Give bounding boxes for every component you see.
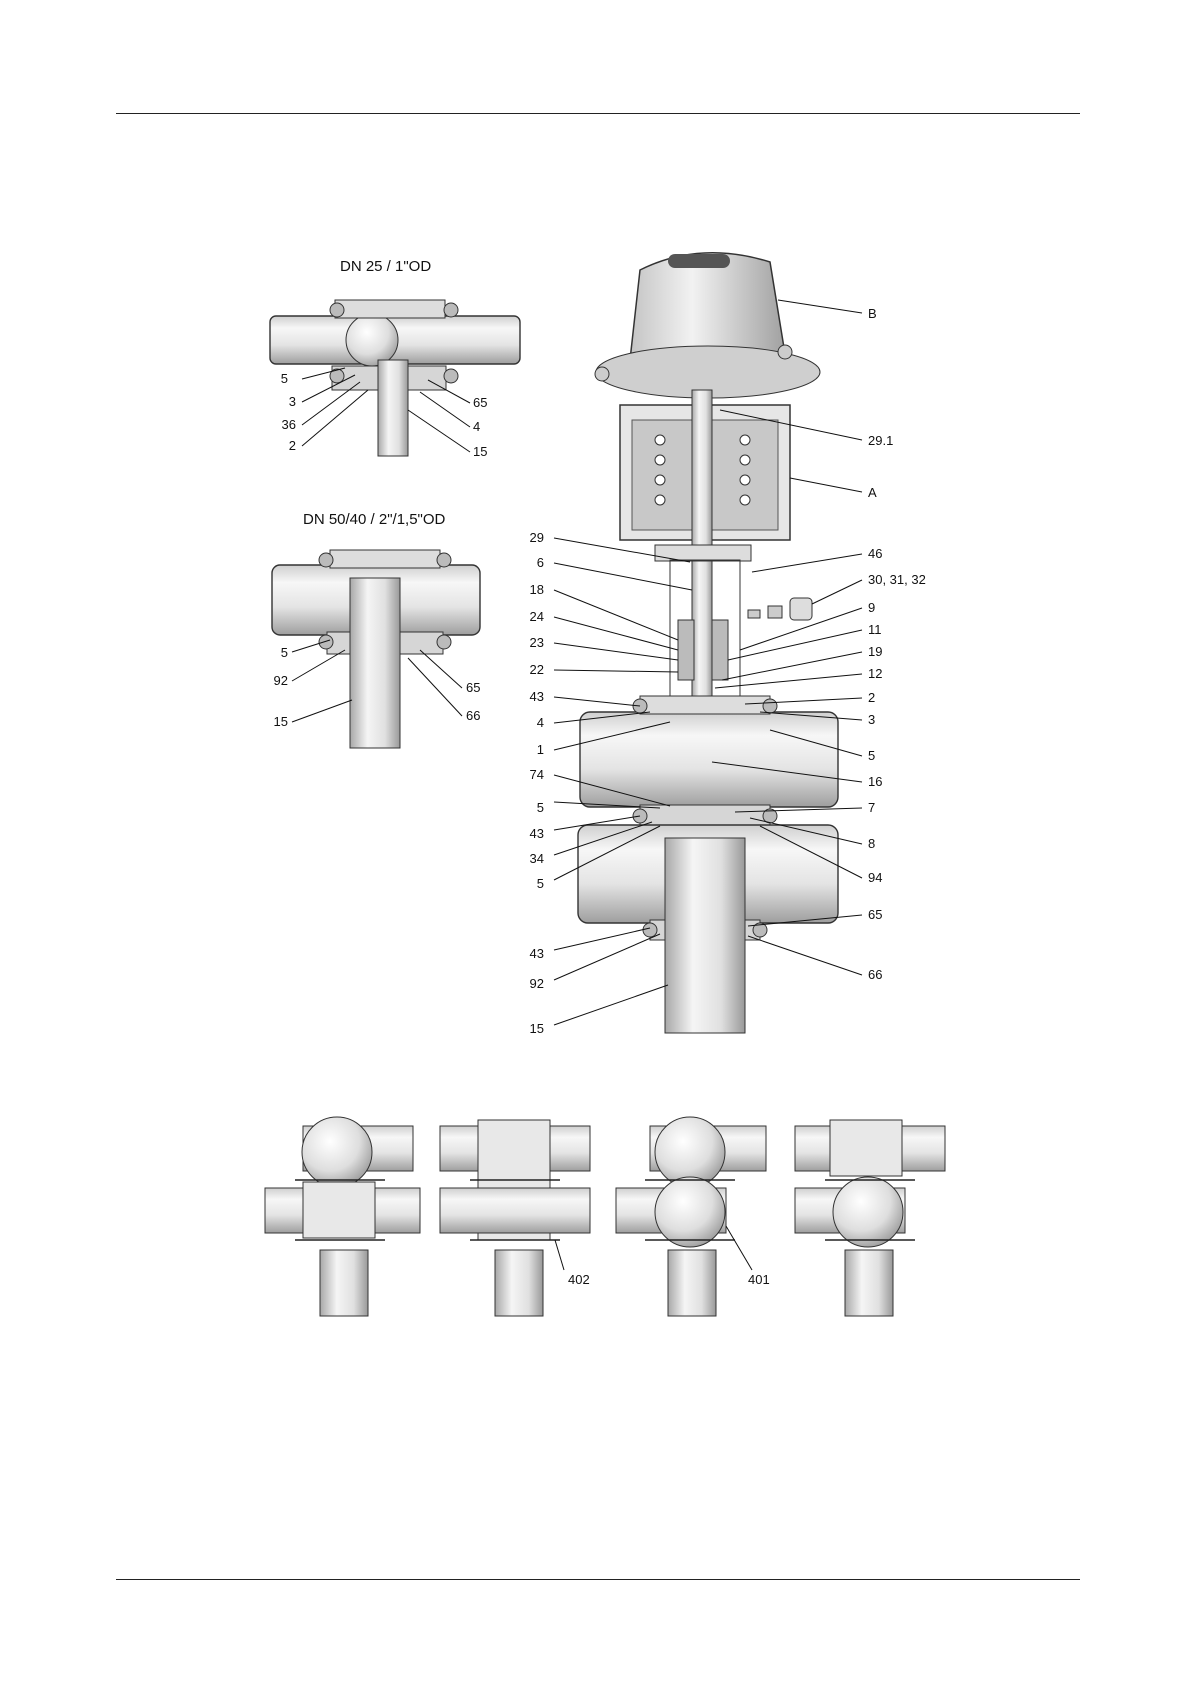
main-valve (578, 253, 838, 1033)
label-A: A (868, 485, 877, 500)
label-65: 65 (466, 680, 480, 695)
dn50-outlet-pipe (350, 578, 400, 748)
label-1: 1 (537, 742, 544, 757)
label-65: 65 (473, 395, 487, 410)
spare-part-30 (790, 598, 812, 620)
variant-3: 401 (616, 1117, 770, 1316)
label-15: 15 (473, 444, 487, 459)
label-43: 43 (530, 946, 544, 961)
label-92: 92 (530, 976, 544, 991)
label-65: 65 (868, 907, 882, 922)
label-4: 4 (473, 419, 480, 434)
label-36: 36 (282, 417, 296, 432)
label-B: B (868, 306, 877, 321)
variant-4 (795, 1120, 945, 1316)
label-5: 5 (281, 371, 288, 386)
label-401: 401 (748, 1272, 770, 1287)
label-4: 4 (537, 715, 544, 730)
label-7: 7 (868, 800, 875, 815)
label-43: 43 (530, 826, 544, 841)
label-5: 5 (868, 748, 875, 763)
dn25-housing (346, 314, 398, 366)
label-3: 3 (289, 394, 296, 409)
variant-2: 402 (440, 1120, 590, 1316)
variant-1 (265, 1117, 420, 1316)
label-74: 74 (530, 767, 544, 782)
label-34: 34 (530, 851, 544, 866)
label-23: 23 (530, 635, 544, 650)
label-9: 9 (868, 600, 875, 615)
label-5: 5 (537, 876, 544, 891)
label-22: 22 (530, 662, 544, 677)
label-5: 5 (537, 800, 544, 815)
label-8: 8 (868, 836, 875, 851)
label-402: 402 (568, 1272, 590, 1287)
label-5: 5 (281, 645, 288, 660)
label-24: 24 (530, 609, 544, 624)
label-29: 29 (530, 530, 544, 545)
label-2: 2 (289, 438, 296, 453)
label-66: 66 (868, 967, 882, 982)
dn25-top-clamp (335, 300, 445, 318)
label-18: 18 (530, 582, 544, 597)
label-16: 16 (868, 774, 882, 789)
outlet-pipe (665, 838, 745, 1033)
label-46: 46 (868, 546, 882, 561)
label-19: 19 (868, 644, 882, 659)
label-15: 15 (530, 1021, 544, 1036)
label-94: 94 (868, 870, 882, 885)
label-6: 6 (537, 555, 544, 570)
label-15: 15 (274, 714, 288, 729)
control-head (630, 253, 786, 360)
label-3: 3 (868, 712, 875, 727)
label-2: 2 (868, 690, 875, 705)
label-66: 66 (466, 708, 480, 723)
label-43: 43 (530, 689, 544, 704)
label-30-31-32: 30, 31, 32 (868, 572, 926, 587)
label-29-1: 29.1 (868, 433, 893, 448)
dn25-outlet-pipe (378, 360, 408, 456)
label-12: 12 (868, 666, 882, 681)
label-92: 92 (274, 673, 288, 688)
control-head-display (668, 254, 730, 268)
label-11: 11 (868, 622, 882, 637)
